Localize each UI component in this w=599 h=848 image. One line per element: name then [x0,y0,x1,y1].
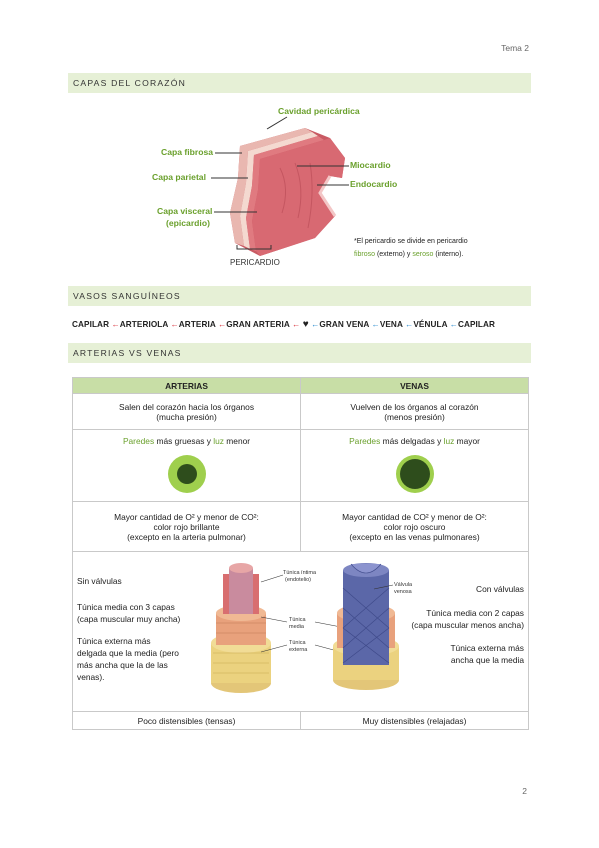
pericardio-note-line2: fibroso (externo) y seroso (interno). [354,251,464,258]
section-title: CAPAS DEL CORAZÓN [73,78,187,88]
art-media-1: Túnica media con 3 capas [77,602,175,612]
arterias-distensibilidad: Poco distensibles (tensas) [72,711,301,730]
arterias-paredes: Paredes más gruesas y luz menor [72,429,301,502]
arrow-left-icon: ← [170,320,179,329]
pericardio-bracket [236,245,272,250]
fig-intima-1: Túnica íntima [283,570,317,576]
artery-cross-section-icon [167,455,206,493]
chain-vena: VENA [379,320,403,329]
chain-arteria: ARTERIA [178,320,216,329]
chain-venula: VÉNULA [413,320,448,329]
arrow-left-icon: ← [405,320,414,329]
chain-arteriola: ARTERIOLA [119,320,169,329]
label-parietal: Capa parietal [152,172,206,182]
arrow-left-icon: ← [371,320,380,329]
fig-valvula-1: Válvula [394,582,413,588]
label-fibrosa: Capa fibrosa [161,147,214,157]
table-header-row: ARTERIAS VENAS [72,377,529,394]
table-row: Mayor cantidad de O² y menor de CO²:colo… [72,501,529,552]
fig-externa-2: externa [289,647,308,653]
art-ext-1: Túnica externa más [77,636,151,646]
arrow-left-icon: ← [111,320,120,329]
comparison-table: ARTERIAS VENAS Salen del corazón hacia l… [72,377,529,730]
chain-gran-arteria: GRAN ARTERIA [226,320,290,329]
chain-capilar: CAPILAR [72,320,110,329]
page-number: 2 [522,786,527,796]
arrow-left-icon: ← [292,320,301,329]
venas-origen: Vuelven de los órganos al corazón(menos … [300,393,529,430]
fig-valvula-2: venosa [394,589,412,595]
fig-externa-1: Túnica [289,640,306,646]
section-header-arterias-venas: ARTERIAS VS VENAS [68,343,531,363]
section-title: ARTERIAS VS VENAS [73,348,182,358]
fig-intima-2: (endotelio) [285,577,311,583]
header-venas: VENAS [300,377,529,394]
label-epicardio: (epicardio) [166,218,210,228]
ven-con-valvulas: Con válvulas [476,584,524,594]
vessel-chain: CAPILAR ←ARTERIOLA ←ARTERIA ←GRAN ARTERI… [72,319,495,330]
table-row: Paredes más gruesas y luz menor Paredes … [72,429,529,502]
ven-ext-1: Túnica externa más [450,643,524,653]
header-arterias: ARTERIAS [72,377,301,394]
artery-layers-illustration [211,563,271,693]
art-media-2: (capa muscular muy ancha) [77,614,181,624]
vein-layers-illustration [333,563,399,690]
venas-distensibilidad: Muy distensibles (relajadas) [300,711,529,730]
arterias-origen: Salen del corazón hacia los órganos(much… [72,393,301,430]
label-visceral: Capa visceral [157,206,213,216]
arrow-left-icon: ← [311,320,320,329]
pericardio-note-line1: *El pericardio se divide en pericardio [354,238,468,245]
label-cavidad: Cavidad pericárdica [278,106,360,116]
art-ext-3: más ancha que la de las [77,660,168,670]
heart-wall-illustration [230,128,345,256]
table-row: Poco distensibles (tensas) Muy distensib… [72,711,529,730]
arterias-oxigeno: Mayor cantidad de O² y menor de CO²:colo… [72,501,301,552]
venas-oxigeno: Mayor cantidad de CO² y menor de O²:colo… [300,501,529,552]
label-endocardio: Endocardio [350,179,398,189]
venas-paredes: Paredes más delgadas y luz mayor [300,429,529,502]
page-topic: Tema 2 [501,43,529,53]
fig-media-2: media [289,624,304,630]
section-header-capas: CAPAS DEL CORAZÓN [68,73,531,93]
chain-capilar-2: CAPILAR [457,320,496,329]
art-sin-valvulas: Sin válvulas [77,576,122,586]
section-title: VASOS SANGUÍNEOS [73,291,181,301]
ven-media-1: Túnica media con 2 capas [426,608,524,618]
heart-icon: ♥ [302,319,309,330]
table-row: Salen del corazón hacia los órganos(much… [72,393,529,430]
fig-media-1: Túnica [289,617,306,623]
arrow-left-icon: ← [217,320,227,329]
art-ext-2: delgada que la media (pero [77,648,179,658]
arrow-left-icon: ← [449,320,458,329]
chain-gran-vena: GRAN VENA [319,320,370,329]
section-header-vasos: VASOS SANGUÍNEOS [68,286,531,306]
ven-media-2: (capa muscular menos ancha) [411,620,524,630]
table-row-illustration: Sin válvulas Túnica media con 3 capas (c… [72,551,529,712]
ven-ext-2: ancha que la media [450,655,524,665]
label-pericardio: PERICARDIO [230,258,280,267]
vein-cross-section-icon [395,455,434,493]
art-ext-4: venas). [77,672,105,682]
label-miocardio: Miocardio [350,160,391,170]
